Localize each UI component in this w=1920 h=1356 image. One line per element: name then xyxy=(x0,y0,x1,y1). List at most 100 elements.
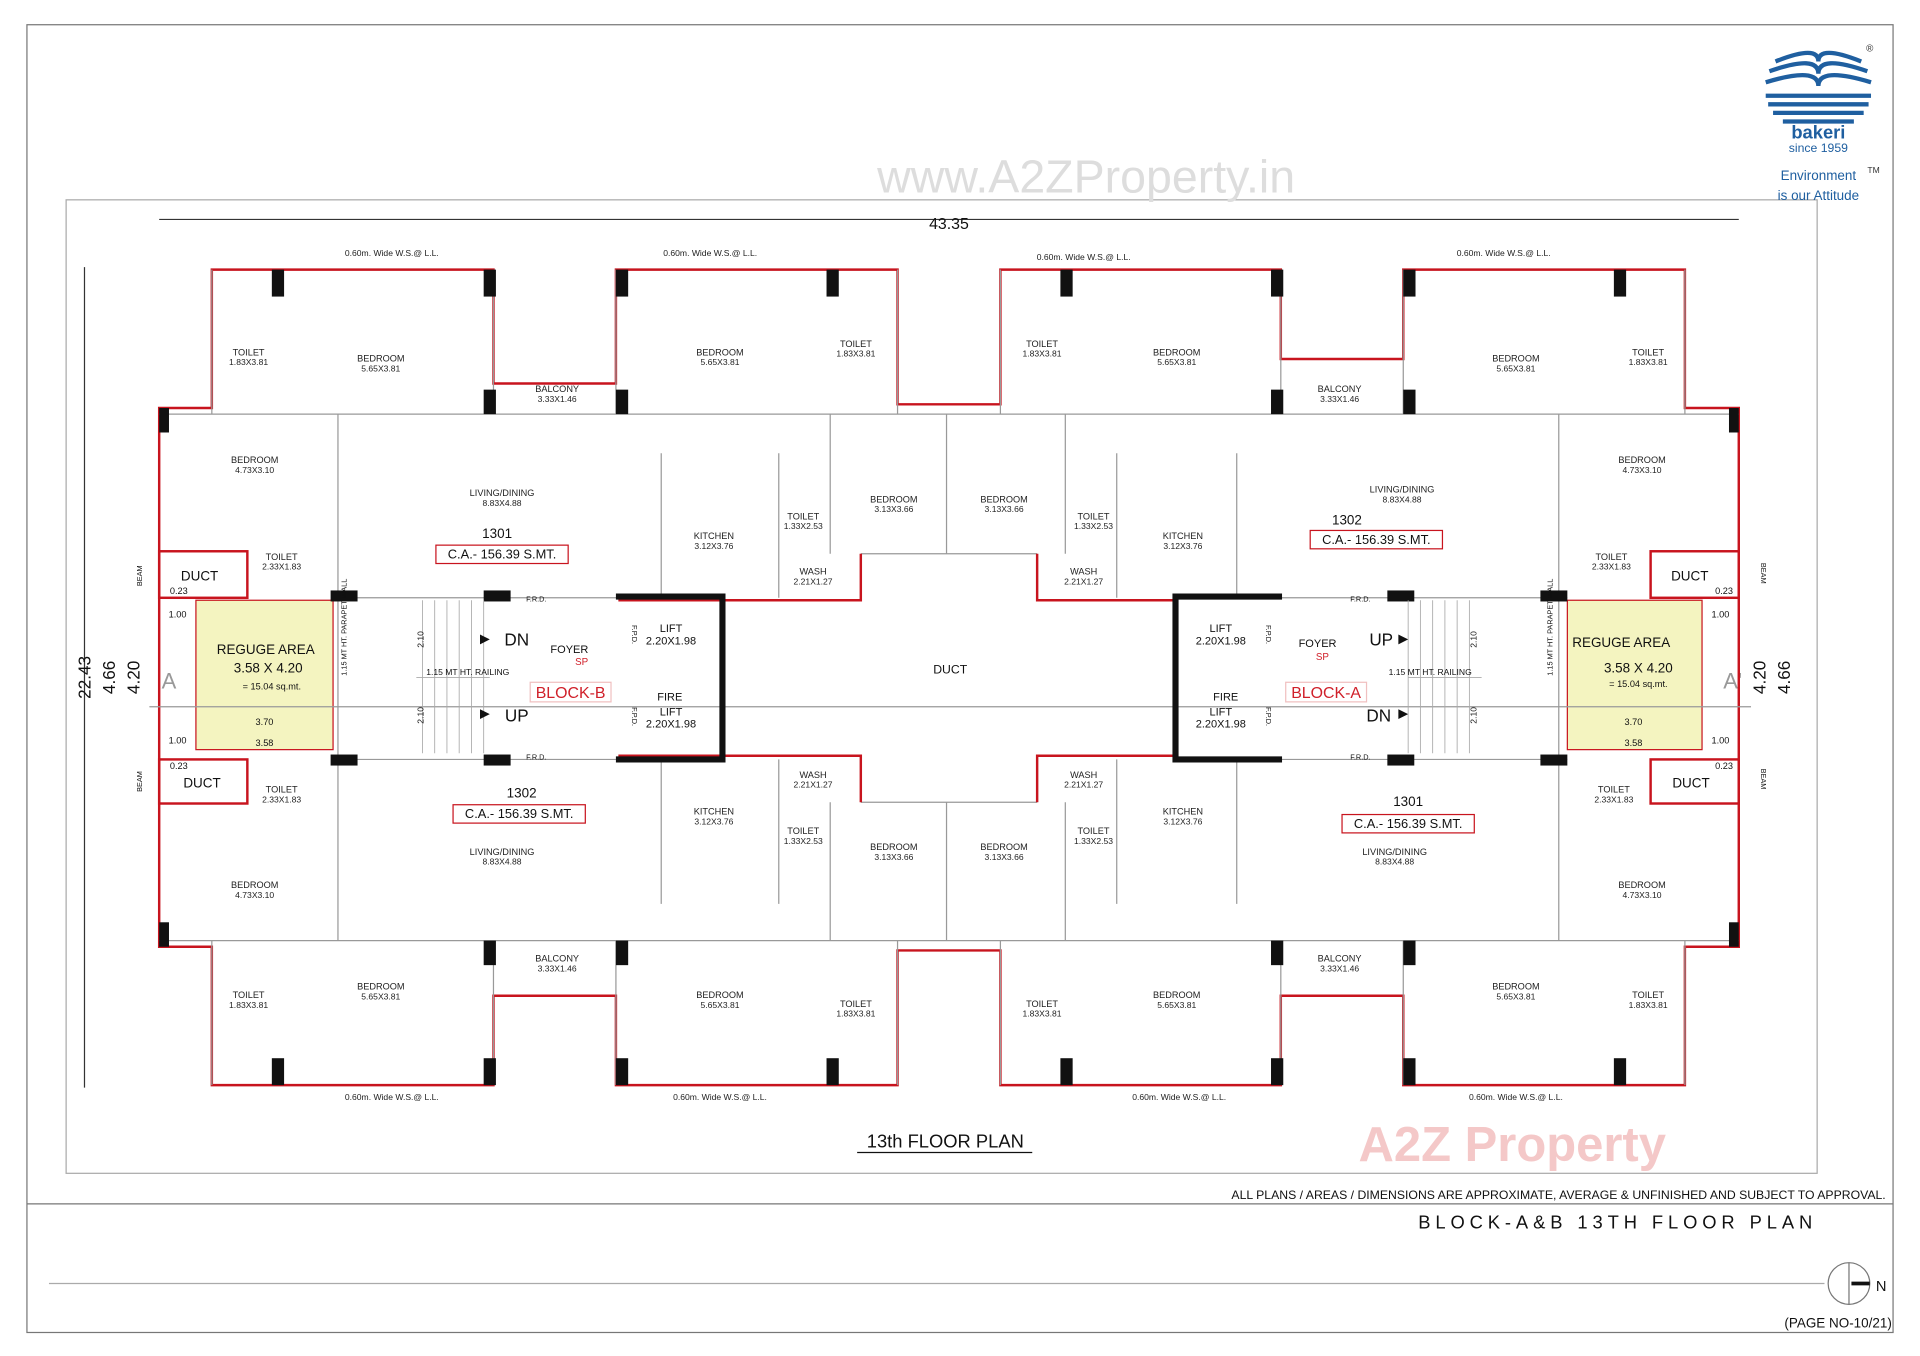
disclaimer: ALL PLANS / AREAS / DIMENSIONS ARE APPRO… xyxy=(1231,1188,1885,1202)
window-note: 0.60m. Wide W.S.@ L.L. xyxy=(1132,1092,1226,1102)
overall-depth: 22.43 xyxy=(75,656,95,699)
fire-lift-sublabel: LIFT xyxy=(660,706,683,718)
refuge-dim-inner: 3.58 xyxy=(256,738,274,748)
room-name: KITCHEN xyxy=(694,807,734,817)
duct-label: DUCT xyxy=(1672,776,1709,791)
refuge-area: = 15.04 sq.mt. xyxy=(243,682,301,692)
section-marker-a-prime: A' xyxy=(1723,668,1742,693)
refuge-title: REGUGE AREA xyxy=(1572,635,1670,650)
room-dims: 5.65X3.81 xyxy=(1496,363,1535,373)
window-note: 0.60m. Wide W.S.@ L.L. xyxy=(1037,252,1131,262)
room-name: WASH xyxy=(799,567,826,577)
refuge-dim-outer: 3.70 xyxy=(256,717,274,727)
railing-label: 1.15 MT HT. RAILING xyxy=(426,667,509,677)
sp-label: SP xyxy=(1316,652,1330,663)
room-dims: 3.12X3.76 xyxy=(1163,541,1202,551)
room-name: TOILET xyxy=(233,990,265,1000)
sheet-border xyxy=(26,24,1894,1334)
room-dims: 2.21X1.27 xyxy=(794,780,833,790)
room-dims: 1.83X3.81 xyxy=(1629,1000,1668,1010)
fpd-label: F.P.D. xyxy=(630,707,639,726)
room-dims: 1.83X3.81 xyxy=(1023,349,1062,359)
room-dims: 3.33X1.46 xyxy=(538,394,577,404)
window-notes: 0.60m. Wide W.S.@ L.L. 0.60m. Wide W.S.@… xyxy=(345,248,1563,1102)
lift-cores xyxy=(615,593,1283,763)
room-dims: 3.13X3.66 xyxy=(985,852,1024,862)
right-side-outer-dim: 4.66 xyxy=(1774,661,1794,694)
room-dims: 5.65X3.81 xyxy=(1496,991,1535,1001)
room-name: BEDROOM xyxy=(870,842,917,852)
room-name: WASH xyxy=(799,770,826,780)
room-dims: 1.83X3.81 xyxy=(836,1009,875,1019)
refuge-offset: 1.00 xyxy=(1711,736,1729,746)
drawing-frame xyxy=(65,199,1818,1174)
site-watermark: www.A2ZProperty.in xyxy=(876,150,1295,202)
room-dims: 1.33X2.53 xyxy=(784,836,823,846)
logo-emblem xyxy=(1765,50,1872,124)
room-name: LIVING/DINING xyxy=(470,488,535,498)
lift-label: LIFT xyxy=(660,623,683,635)
beam-label: BEAM xyxy=(135,565,144,586)
room-dims: 3.12X3.76 xyxy=(694,541,733,551)
lift-dims: 2.20X1.98 xyxy=(1196,635,1246,647)
sheet-title: BLOCK-A&B 13TH FLOOR PLAN xyxy=(1418,1211,1817,1232)
room-dims: 3.33X1.46 xyxy=(1320,394,1359,404)
fire-lift-dims: 2.20X1.98 xyxy=(646,719,696,731)
room-dims: 8.83X4.88 xyxy=(1383,494,1422,504)
room-name: TOILET xyxy=(1026,339,1058,349)
room-dims: 4.73X3.10 xyxy=(1623,465,1662,475)
room-dims: 8.83X4.88 xyxy=(483,857,522,867)
room-name: BEDROOM xyxy=(980,494,1027,504)
plan-title: 13th FLOOR PLAN xyxy=(867,1131,1024,1152)
trademark: TM xyxy=(1867,165,1879,175)
fire-lift-label: FIRE xyxy=(1213,692,1238,704)
stairs xyxy=(416,600,1482,754)
refuge-dims: 3.58 X 4.20 xyxy=(1604,660,1673,675)
window-note: 0.60m. Wide W.S.@ L.L. xyxy=(663,248,757,258)
room-dims: 8.83X4.88 xyxy=(1375,857,1414,867)
block-a-label: BLOCK-A xyxy=(1291,685,1361,702)
room-dims: 3.13X3.66 xyxy=(874,852,913,862)
room-dims: 4.73X3.10 xyxy=(235,465,274,475)
stair-run-dim: 2.10 xyxy=(1469,707,1479,724)
north-label: N xyxy=(1876,1279,1887,1295)
frd-label: F.R.D. xyxy=(526,752,546,761)
room-name: TOILET xyxy=(1598,784,1630,794)
room-dims: 1.83X3.81 xyxy=(1629,357,1668,367)
foyer-label: FOYER xyxy=(550,644,588,656)
wall-dim: 0.23 xyxy=(1715,761,1733,771)
wall-dim: 0.23 xyxy=(170,761,188,771)
room-dims: 5.65X3.81 xyxy=(361,991,400,1001)
room-dims: 3.33X1.46 xyxy=(538,963,577,973)
refuge-offset: 1.00 xyxy=(1711,609,1729,619)
room-name: BEDROOM xyxy=(1153,347,1200,357)
page-number: (PAGE NO-10/21) xyxy=(1784,1316,1891,1331)
fpd-label: F.P.D. xyxy=(1264,707,1273,726)
refuge-title: REGUGE AREA xyxy=(217,642,315,657)
north-arrow-icon xyxy=(1827,1262,1871,1305)
room-name: TOILET xyxy=(1077,511,1109,521)
lift-dims: 2.20X1.98 xyxy=(646,635,696,647)
flat-number: 1301 xyxy=(1393,794,1423,809)
room-dims: 3.12X3.76 xyxy=(694,816,733,826)
duct-shaft xyxy=(157,758,249,805)
fire-lift-dims: 2.20X1.98 xyxy=(1196,719,1246,731)
carpet-area: C.A.- 156.39 S.MT. xyxy=(1354,816,1463,831)
window-note: 0.60m. Wide W.S.@ L.L. xyxy=(1457,248,1551,258)
fpd-label: F.P.D. xyxy=(1264,625,1273,644)
room-name: BALCONY xyxy=(1318,384,1362,394)
refuge-area-left xyxy=(195,599,334,751)
wall-dim: 0.23 xyxy=(1715,586,1733,596)
overall-width: 43.35 xyxy=(929,216,969,233)
room-dims: 3.33X1.46 xyxy=(1320,963,1359,973)
room-dims: 3.12X3.76 xyxy=(1163,816,1202,826)
room-name: BEDROOM xyxy=(357,982,404,992)
room-name: KITCHEN xyxy=(1163,531,1203,541)
room-dims: 3.13X3.66 xyxy=(985,504,1024,514)
left-side-outer-dim: 4.66 xyxy=(99,661,119,694)
duct-shaft xyxy=(1649,758,1740,805)
room-dims: 4.73X3.10 xyxy=(1623,890,1662,900)
room-dims: 2.21X1.27 xyxy=(794,576,833,586)
fire-lift-sublabel: LIFT xyxy=(1209,706,1232,718)
stair-down-label: DN xyxy=(1366,705,1391,725)
